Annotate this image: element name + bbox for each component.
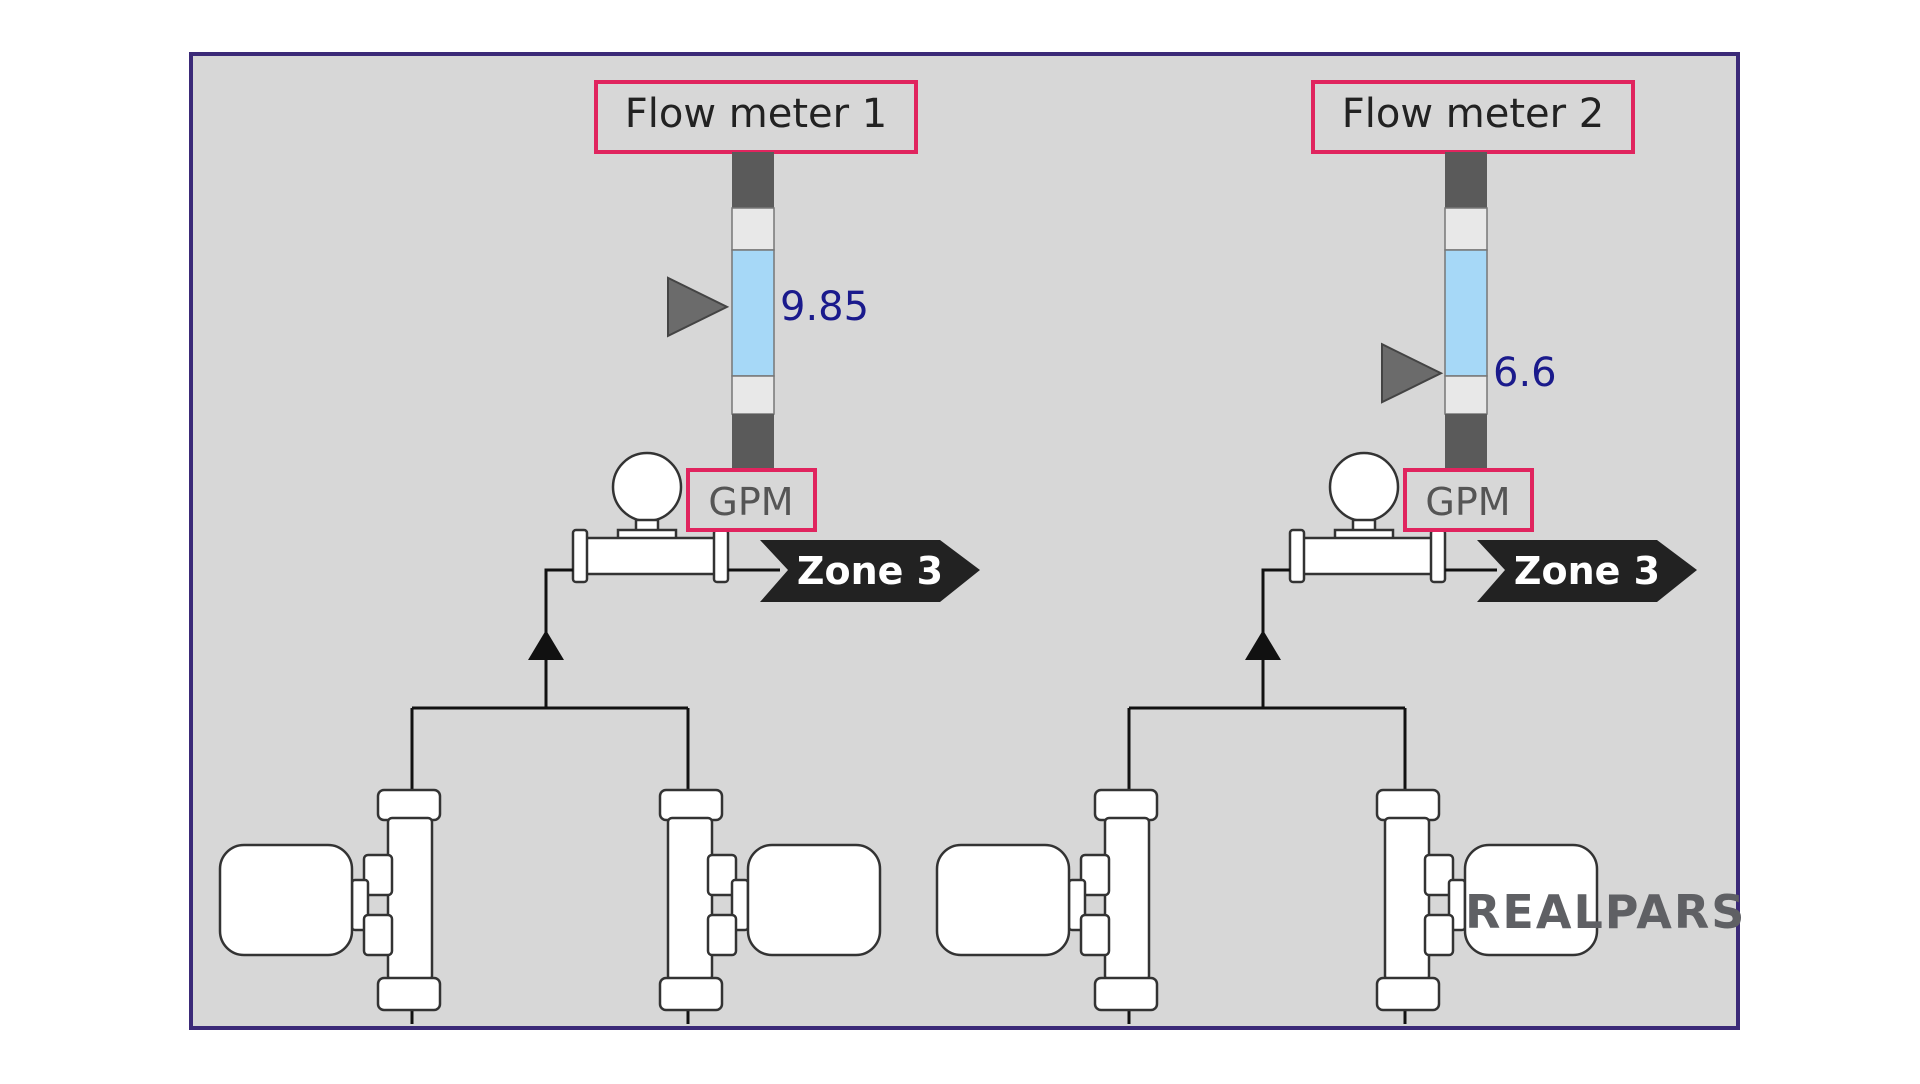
flow-meter-1-level-fill: [731, 249, 775, 377]
flow-meter-2-unit: GPM: [1425, 480, 1510, 524]
flow-direction-arrow-1-icon: [528, 630, 564, 660]
flow-meter-2-unit-box: [1403, 468, 1534, 532]
bar-lower-light: [731, 375, 775, 415]
header-piping-1: [410, 568, 690, 1024]
zone-tag-1-label: Zone 3: [797, 549, 943, 593]
pump-1a-icon: [218, 788, 442, 1012]
pump-2b-icon: [1375, 788, 1599, 1012]
flow-meter-1-unit: GPM: [708, 480, 793, 524]
pump-2a-icon: [935, 788, 1159, 1012]
flow-meter-2-level-fill: [1444, 249, 1488, 377]
flow-meter-1-bar: [731, 152, 775, 468]
flow-meter-2-value: 6.6: [1493, 350, 1557, 396]
bar-bottom-dark: [732, 414, 774, 468]
header-piping-2: [1127, 568, 1407, 1024]
flow-meter-2-bar: [1444, 152, 1488, 468]
flow-meter-2-title: Flow meter 2: [1342, 91, 1605, 137]
flow-meter-1-group: Flow meter 1 9.85 GPM Zone 3: [218, 80, 980, 1024]
bar-upper-light: [731, 207, 775, 251]
zone-tag-1-icon: [760, 540, 980, 602]
flow-meter-1-icon: [571, 451, 730, 584]
flow-meter-2-group: Flow meter 2 6.6 GPM Zone 3: [935, 80, 1697, 1024]
flow-meter-1-value: 9.85: [780, 284, 869, 330]
pump-1b-icon: [658, 788, 882, 1012]
realpars-logo: REALPARS: [1465, 885, 1746, 939]
flow-meter-1-unit-box: [686, 468, 817, 532]
zone-tag-2-label: Zone 3: [1514, 549, 1660, 593]
bar-top-dark: [1445, 152, 1487, 208]
flow-meter-1-pointer-icon: [667, 276, 730, 338]
flow-meter-2-icon: [1288, 451, 1447, 584]
zone-tag-2-icon: [1477, 540, 1697, 602]
bar-upper-light: [1444, 207, 1488, 251]
flow-meter-1-title: Flow meter 1: [625, 91, 888, 137]
flow-meter-2-title-box: [1311, 80, 1635, 154]
flow-direction-arrow-2-icon: [1245, 630, 1281, 660]
bar-bottom-dark: [1445, 414, 1487, 468]
bar-top-dark: [732, 152, 774, 208]
bar-lower-light: [1444, 375, 1488, 415]
flow-meter-2-pointer-icon: [1381, 342, 1444, 404]
